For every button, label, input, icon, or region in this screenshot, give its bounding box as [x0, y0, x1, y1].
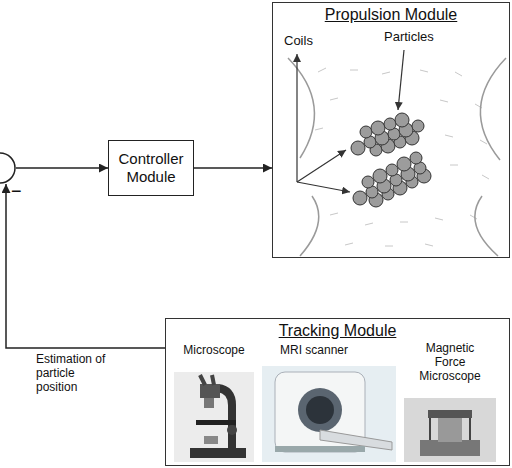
microscope-photo — [190, 448, 246, 458]
coil-arcs — [480, 58, 506, 160]
part-label: Coils — [284, 34, 328, 49]
particle-cluster — [353, 191, 367, 205]
mri-scanner-photo — [262, 366, 396, 462]
particle-cluster — [384, 118, 396, 130]
axis-arrows — [297, 50, 404, 192]
particle-cluster — [373, 169, 387, 183]
field-lines — [330, 98, 338, 100]
field-lines — [315, 68, 489, 246]
coil-arcs — [300, 196, 319, 256]
process-box: Controller Module — [108, 140, 194, 196]
field-lines — [315, 128, 323, 130]
signal-arrow — [16, 167, 108, 169]
magnetic-force-microscope-photo — [428, 410, 472, 418]
module-title: Propulsion Module — [273, 5, 509, 24]
magnetic-force-microscope-photo — [404, 398, 496, 462]
particle-cluster — [397, 157, 411, 171]
microscope-photo — [196, 420, 236, 425]
signal-arrow — [194, 167, 272, 169]
magnetic-force-microscope-photo — [420, 440, 480, 456]
microscope-photo — [174, 372, 254, 462]
axis-arrows — [296, 54, 297, 182]
device-label: Magnetic Force Microscope — [414, 342, 486, 383]
field-lines — [345, 243, 353, 245]
field-lines — [382, 72, 390, 74]
mri-scanner-photo — [306, 396, 334, 424]
field-lines — [365, 223, 373, 225]
module-title: Tracking Module — [166, 321, 509, 340]
particle-cluster — [353, 152, 431, 207]
field-lines — [350, 70, 358, 71]
module-panel: Tracking Module — [165, 318, 510, 466]
magnetic-force-microscope-photo — [469, 418, 471, 440]
field-lines — [440, 100, 448, 102]
field-lines — [450, 165, 458, 166]
junction-outline — [0, 153, 15, 183]
axis-arrows — [398, 50, 404, 110]
field-lines — [400, 222, 408, 223]
box-label: Controller Module — [115, 150, 187, 186]
mri-scanner-photo — [275, 446, 365, 452]
axis-arrows — [297, 182, 350, 192]
field-lines — [420, 70, 428, 72]
device-label: MRI scanner — [266, 344, 362, 358]
field-lines — [470, 215, 477, 219]
field-lines — [318, 68, 326, 72]
field-lines — [385, 246, 393, 247]
magnetic-force-microscope-photo — [404, 398, 496, 462]
mri-scanner-photo — [262, 366, 396, 462]
microscope-photo — [200, 384, 220, 398]
field-lines — [482, 175, 489, 179]
particle-cluster — [395, 113, 409, 127]
part-label: Particles — [384, 30, 448, 45]
microscope-photo — [227, 425, 237, 435]
edge-label: Estimation of particle position — [36, 353, 110, 394]
magnetic-force-microscope-photo — [429, 418, 431, 440]
field-lines — [425, 244, 433, 246]
field-lines — [445, 135, 453, 137]
field-lines — [435, 218, 443, 220]
microscope-photo — [174, 372, 254, 462]
microscope-photo — [204, 436, 218, 444]
particle-cluster — [410, 152, 422, 164]
particle-cluster — [351, 113, 424, 156]
device-label: Microscope — [174, 344, 254, 358]
particle-cluster — [351, 141, 365, 155]
microscope-photo — [204, 398, 214, 408]
junction-outline — [0, 152, 16, 184]
field-lines — [455, 72, 462, 76]
sign-label: − — [11, 182, 22, 200]
particle-cluster — [412, 120, 424, 132]
particle-cluster — [371, 121, 385, 135]
coil-arcs — [475, 196, 498, 256]
signal-arrow — [6, 184, 165, 348]
microscope-photo — [212, 375, 214, 385]
mri-scanner-photo — [298, 388, 342, 432]
coil-arcs — [288, 58, 314, 158]
field-lines — [330, 213, 338, 215]
summing-junction: − — [0, 152, 16, 184]
particle-cluster — [386, 164, 398, 176]
field-lines — [480, 140, 487, 144]
microscope-photo — [200, 375, 205, 385]
particle-cluster — [360, 126, 372, 138]
particle-cluster — [362, 176, 374, 188]
coil-arcs — [288, 58, 506, 256]
axis-arrows — [297, 150, 346, 182]
magnetic-force-microscope-photo — [438, 418, 462, 442]
